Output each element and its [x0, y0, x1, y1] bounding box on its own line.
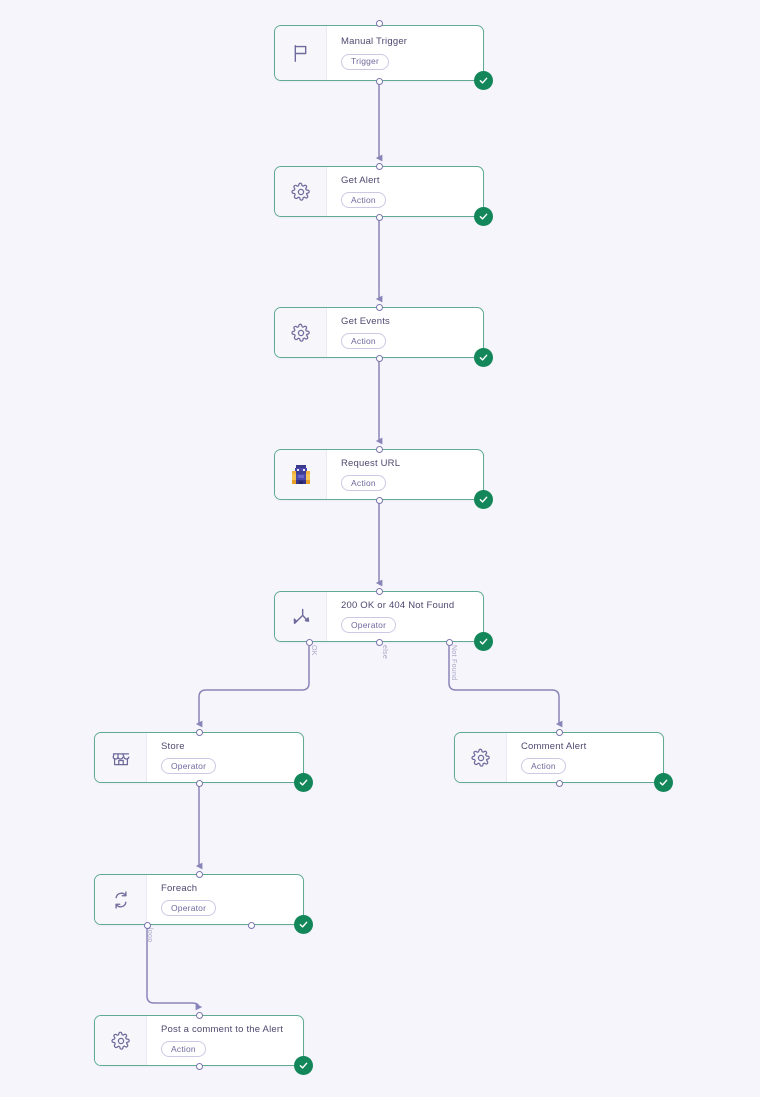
status-badge-success[interactable] [293, 1055, 313, 1075]
node-title: Comment Alert [521, 740, 587, 752]
node-tag: Trigger [341, 53, 390, 70]
node-tag: Action [161, 1041, 206, 1058]
node-tag: Action [341, 475, 386, 492]
port-store-bottom[interactable] [195, 779, 203, 787]
port-foreach-out-done[interactable] [247, 921, 255, 929]
port-branch-out-not-found[interactable] [445, 638, 453, 646]
node-tag: Operator [161, 900, 217, 917]
edge-notfound-to-commentalert [448, 646, 563, 728]
edge-label-loop: loop [146, 928, 153, 943]
node-get-events[interactable]: Get Events Action [274, 307, 493, 367]
status-badge-success[interactable] [473, 206, 493, 226]
node-get-alert[interactable]: Get Alert Action [274, 166, 493, 226]
node-foreach[interactable]: Foreach Operator [94, 874, 313, 934]
port-get-events-bottom[interactable] [375, 354, 383, 362]
port-branch-top[interactable] [375, 587, 383, 595]
port-comment-alert-bottom[interactable] [555, 779, 563, 787]
status-badge-success[interactable] [293, 914, 313, 934]
loop-icon [95, 875, 147, 924]
port-post-comment-top[interactable] [195, 1011, 203, 1019]
edge-ok-to-store [195, 646, 310, 728]
status-badge-success[interactable] [473, 631, 493, 651]
branch-icon [275, 592, 327, 641]
status-badge-success[interactable] [653, 772, 673, 792]
port-get-events-top[interactable] [375, 303, 383, 311]
port-request-url-bottom[interactable] [375, 496, 383, 504]
node-title: Foreach [161, 882, 198, 894]
gear-icon [275, 308, 327, 357]
port-manual-trigger-bottom[interactable] [375, 77, 383, 85]
status-badge-success[interactable] [473, 347, 493, 367]
node-store[interactable]: Store Operator [94, 732, 313, 792]
node-manual-trigger[interactable]: Manual Trigger Trigger [274, 25, 493, 90]
node-tag: Operator [341, 617, 397, 634]
node-tag: Action [341, 333, 386, 350]
edge-label-else: else [381, 645, 388, 660]
node-tag: Action [341, 192, 386, 209]
gear-icon [95, 1016, 147, 1065]
storefront-icon [95, 733, 147, 782]
port-manual-trigger-top[interactable] [375, 19, 383, 27]
port-post-comment-bottom[interactable] [195, 1062, 203, 1070]
port-store-top[interactable] [195, 728, 203, 736]
node-title: Get Alert [341, 174, 380, 186]
node-comment-alert[interactable]: Comment Alert Action [454, 732, 673, 792]
node-tag: Action [521, 758, 566, 775]
node-title: Manual Trigger [341, 36, 408, 48]
node-title: 200 OK or 404 Not Found [341, 599, 455, 611]
edge-foreach-loop-to-postcomment [146, 926, 203, 1011]
port-get-alert-top[interactable] [375, 162, 383, 170]
node-tag: Operator [161, 758, 217, 775]
flag-icon [275, 26, 327, 80]
gear-icon [275, 167, 327, 216]
port-foreach-out-loop[interactable] [143, 921, 151, 929]
port-foreach-top[interactable] [195, 870, 203, 878]
edge-label-not-found: Not Found [450, 645, 457, 681]
port-comment-alert-top[interactable] [555, 728, 563, 736]
status-badge-success[interactable] [473, 489, 493, 509]
node-request-url[interactable]: Request URL Action [274, 449, 493, 509]
port-branch-out-ok[interactable] [305, 638, 313, 646]
gear-icon [455, 733, 507, 782]
port-branch-out-else[interactable] [375, 638, 383, 646]
status-badge-success[interactable] [473, 70, 493, 90]
node-post-comment[interactable]: Post a comment to the Alert Action [94, 1015, 313, 1075]
status-badge-success[interactable] [293, 772, 313, 792]
port-request-url-top[interactable] [375, 445, 383, 453]
edge-label-ok: OK [310, 645, 317, 656]
node-title: Store [161, 740, 185, 752]
node-title: Request URL [341, 457, 401, 469]
node-title: Get Events [341, 315, 390, 327]
port-get-alert-bottom[interactable] [375, 213, 383, 221]
node-title: Post a comment to the Alert [161, 1023, 284, 1035]
node-status-branch[interactable]: 200 OK or 404 Not Found Operator [274, 591, 493, 651]
robot-pixel-icon [275, 450, 327, 499]
